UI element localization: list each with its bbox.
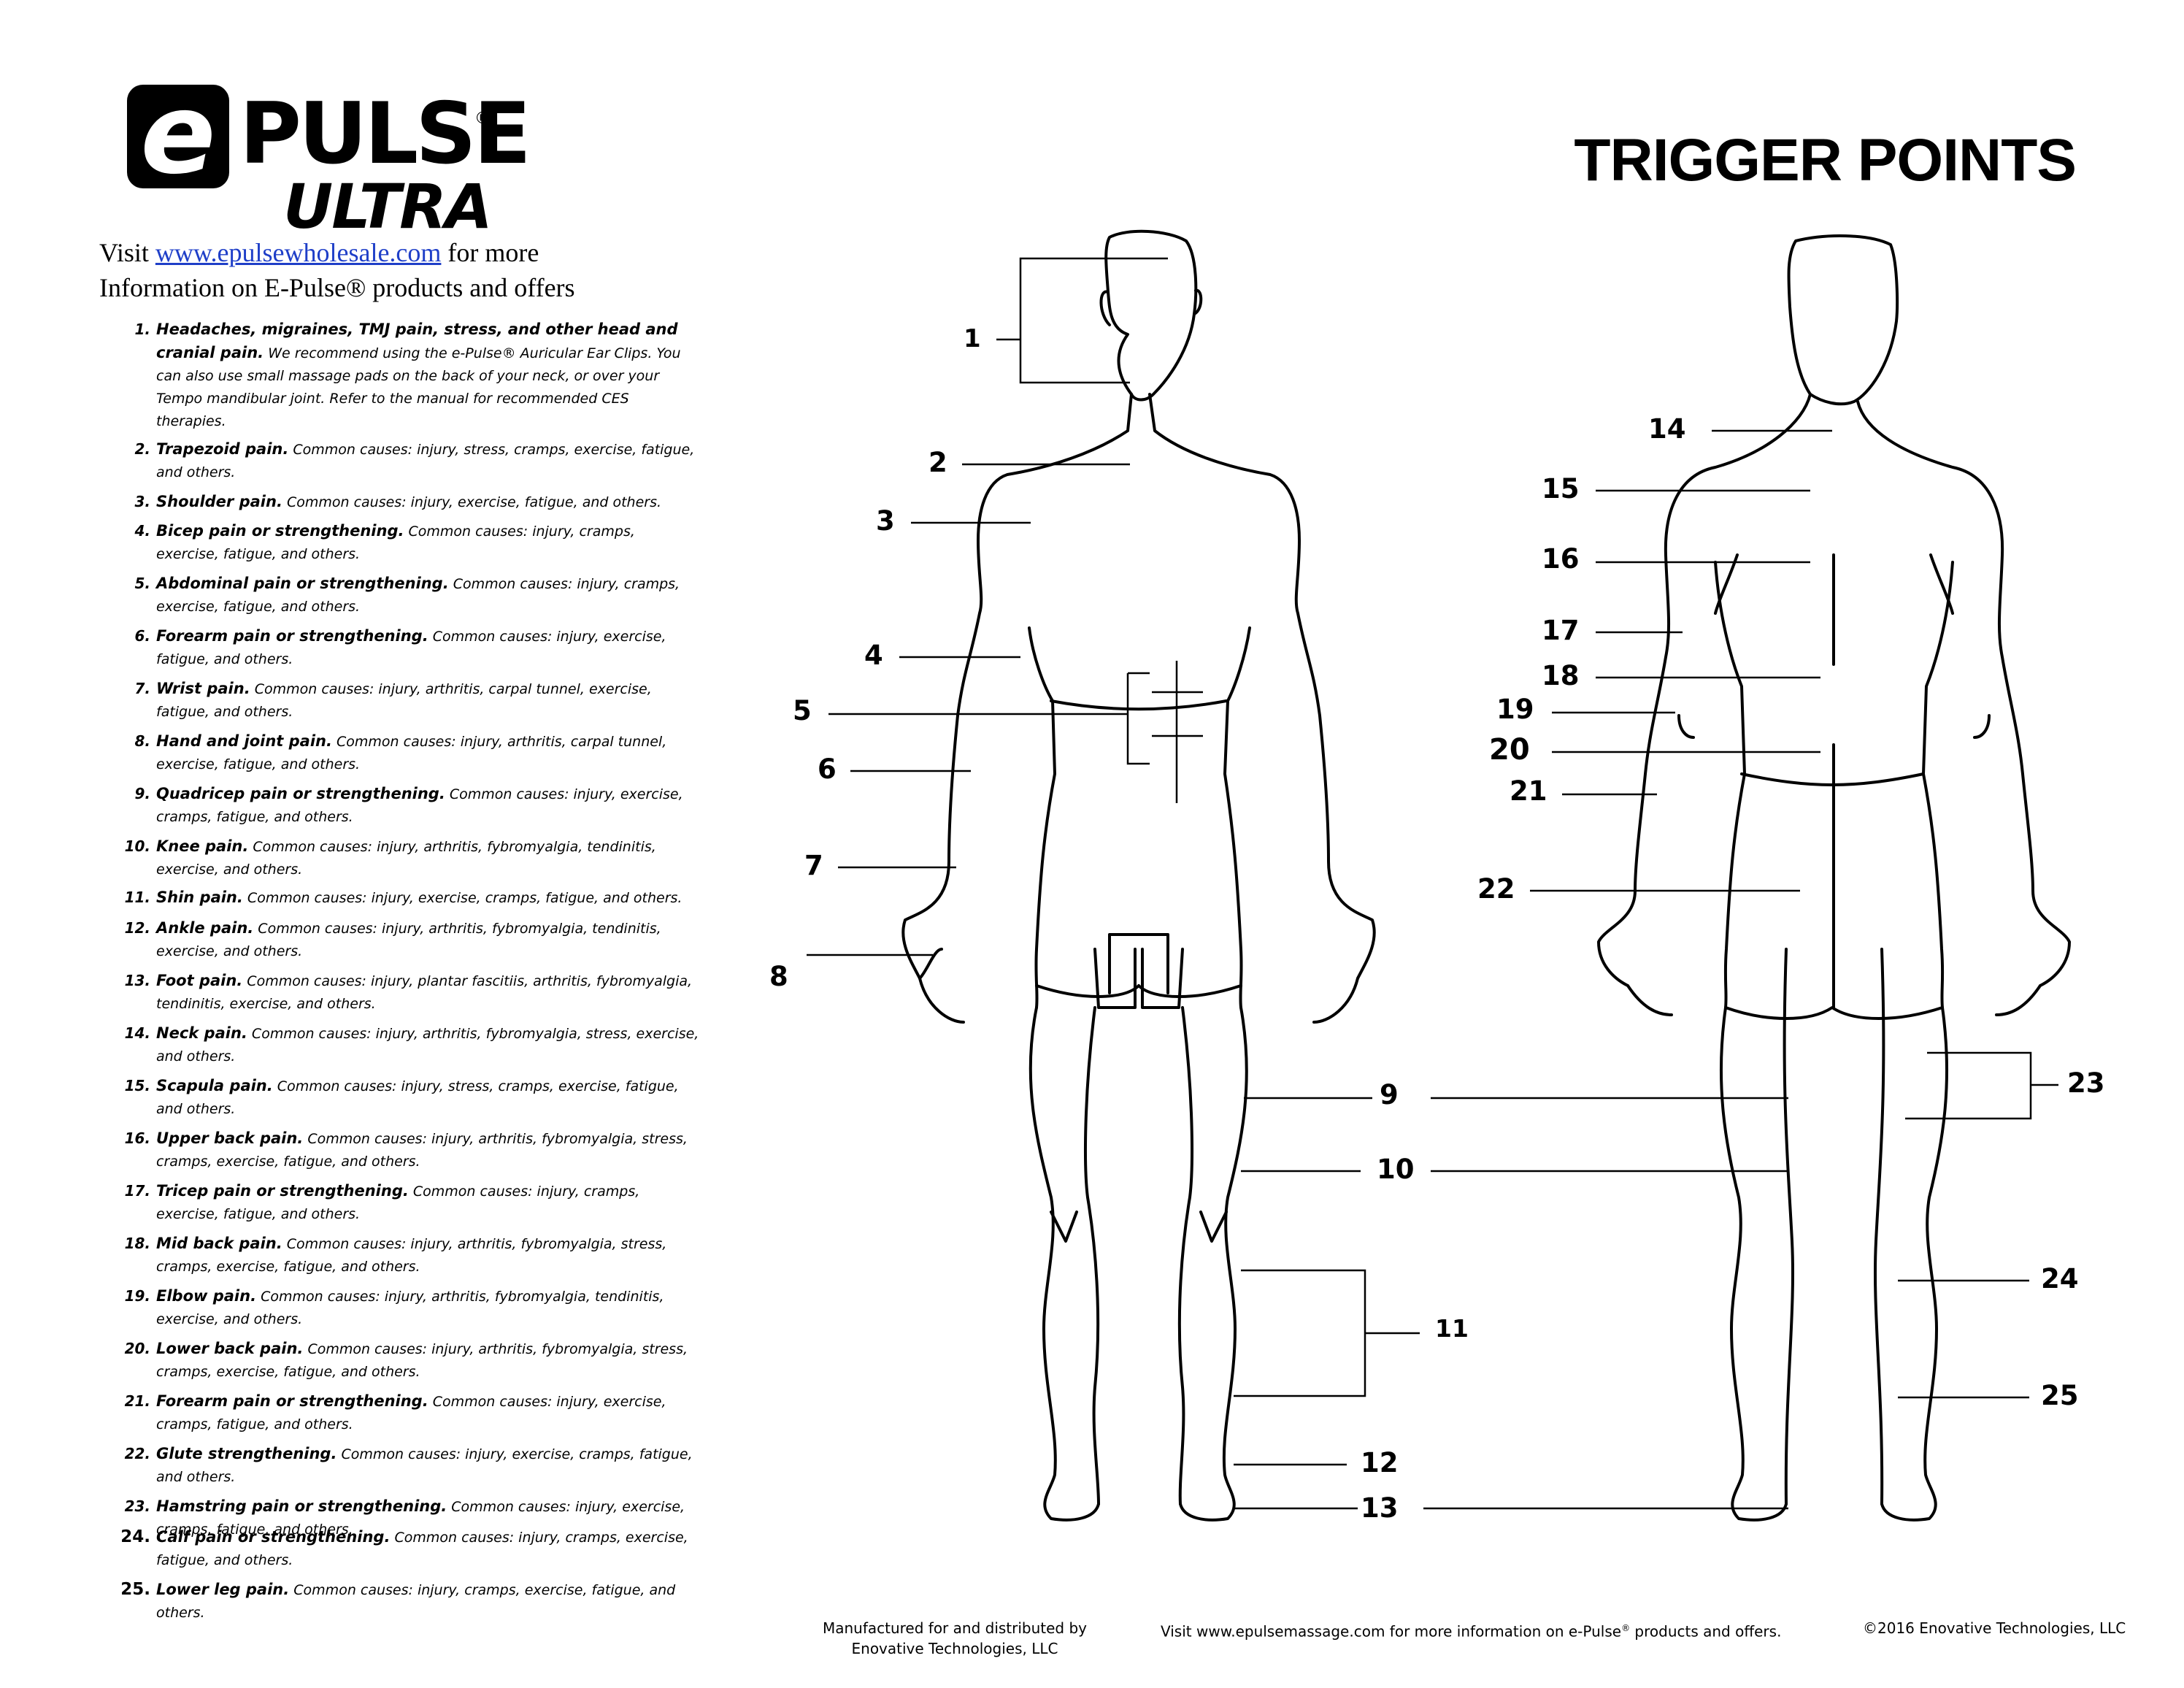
list-item: 3.Shoulder pain. Common causes: injury, …	[134, 493, 662, 510]
label-7: 7	[804, 850, 823, 881]
label-2: 2	[928, 447, 947, 478]
label-21: 21	[1510, 775, 1547, 807]
list-item: 4.Bicep pain or strengthening. Common ca…	[134, 522, 635, 562]
list-item: 11.Shin pain. Common causes: injury, exe…	[124, 889, 682, 906]
footer-manufacturer: Manufactured for and distributed by Enov…	[816, 1618, 1093, 1659]
list-item: 21.Forearm pain or strengthening. Common…	[124, 1392, 666, 1432]
logo-registered-mark: ®	[474, 110, 491, 128]
list-item: 24.Calf pain or strengthening. Common ca…	[120, 1527, 688, 1568]
footer-copyright: ©2016 Enovative Technologies, LLC	[1863, 1619, 2126, 1637]
logo-pulse-text: PULSE	[239, 85, 531, 183]
logo-badge	[127, 85, 229, 188]
visit-prefix: Visit	[99, 238, 155, 267]
logo-ultra-text: ULTRA	[283, 171, 493, 242]
label-10: 10	[1377, 1154, 1415, 1185]
list-item: 9.Quadricep pain or strengthening. Commo…	[134, 785, 683, 825]
label-22: 22	[1477, 873, 1515, 905]
back-figure	[1597, 234, 2071, 1522]
list-item: 25.Lower leg pain. Common causes: injury…	[120, 1580, 676, 1621]
label-23: 23	[2067, 1067, 2105, 1099]
list-item: 7.Wrist pain. Common causes: injury, art…	[134, 680, 652, 720]
label-13: 13	[1361, 1492, 1399, 1524]
list-item: 17.Tricep pain or strengthening. Common …	[124, 1182, 640, 1222]
label-4: 4	[864, 640, 883, 671]
label-19: 19	[1496, 694, 1534, 725]
logo-e-letter: e	[140, 69, 216, 199]
list-item: 18.Mid back pain. Common causes: injury,…	[124, 1235, 667, 1275]
label-17: 17	[1542, 615, 1580, 646]
label-11: 11	[1435, 1314, 1469, 1343]
label-16: 16	[1542, 543, 1580, 575]
footer-manufacturer-line1: Manufactured for and distributed by	[822, 1619, 1088, 1637]
wholesale-link[interactable]: www.epulsewholesale.com	[155, 238, 442, 267]
label-5: 5	[793, 695, 812, 726]
list-item: 20.Lower back pain. Common causes: injur…	[124, 1340, 688, 1380]
label-20: 20	[1489, 733, 1530, 767]
list-item: 15.Scapula pain. Common causes: injury, …	[124, 1077, 679, 1117]
label-3: 3	[876, 505, 895, 537]
footer-visit: Visit www.epulsemassage.com for more inf…	[1161, 1622, 1782, 1641]
list-item: 14.Neck pain. Common causes: injury, art…	[124, 1024, 699, 1064]
list-item: 1.Headaches, migraines, TMJ pain, stress…	[134, 321, 681, 429]
list-item: 22.Glute strengthening. Common causes: i…	[124, 1445, 693, 1485]
label-1: 1	[964, 324, 981, 353]
list-item: 2.Trapezoid pain. Common causes: injury,…	[134, 440, 695, 480]
front-figure	[901, 229, 1376, 1522]
list-item: 6.Forearm pain or strengthening. Common …	[134, 627, 666, 667]
visit-line-2: Information on E-Pulse® products and off…	[99, 273, 575, 302]
list-item: 8.Hand and joint pain. Common causes: in…	[134, 732, 667, 772]
list-item: 5.Abdominal pain or strengthening. Commo…	[134, 575, 680, 615]
list-item: 16.Upper back pain. Common causes: injur…	[124, 1129, 688, 1170]
page-title: TRIGGER POINTS	[1574, 127, 2077, 193]
visit-suffix: for more	[441, 238, 539, 267]
list-item: 10.Knee pain. Common causes: injury, art…	[124, 837, 656, 878]
label-6: 6	[818, 753, 837, 785]
label-12: 12	[1361, 1447, 1399, 1478]
label-24: 24	[2041, 1263, 2079, 1294]
list-item: 13.Foot pain. Common causes: injury, pla…	[124, 972, 693, 1012]
label-9: 9	[1380, 1079, 1399, 1110]
label-15: 15	[1542, 473, 1580, 505]
list-item: 19.Elbow pain. Common causes: injury, ar…	[124, 1287, 664, 1327]
footer-manufacturer-line2: Enovative Technologies, LLC	[851, 1640, 1058, 1657]
list-item: 23.Hamstring pain or strengthening. Comm…	[124, 1497, 685, 1538]
visit-line-1: Visit www.epulsewholesale.com for more	[99, 237, 539, 269]
label-14: 14	[1648, 413, 1686, 445]
list-item: 12.Ankle pain. Common causes: injury, ar…	[124, 919, 661, 959]
label-25: 25	[2041, 1380, 2079, 1411]
label-8: 8	[769, 961, 788, 992]
label-18: 18	[1542, 660, 1580, 691]
